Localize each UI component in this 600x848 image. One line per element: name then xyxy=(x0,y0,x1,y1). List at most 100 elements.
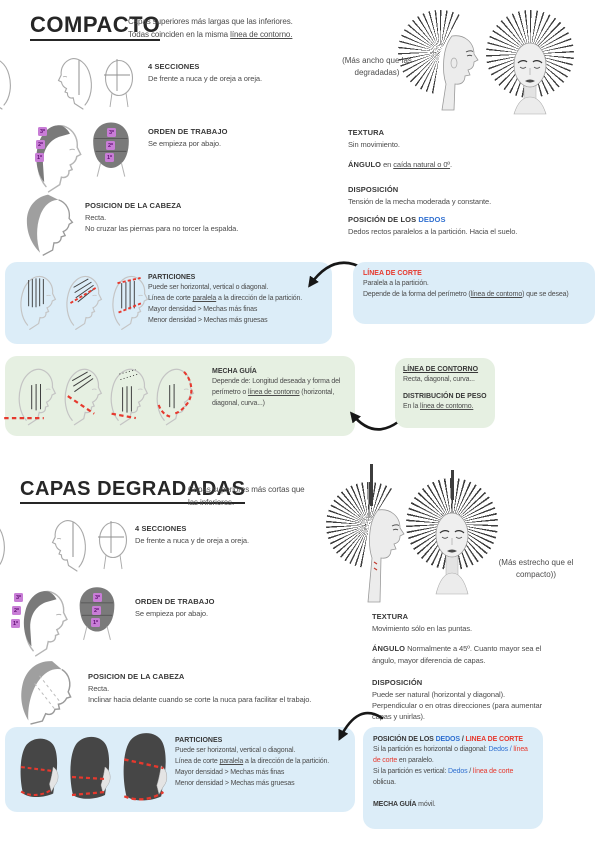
mecha-head-3 xyxy=(105,362,149,428)
profile-face xyxy=(441,35,479,111)
section-label: 3º xyxy=(38,127,47,136)
section-label: 3º xyxy=(93,593,102,602)
linea-corte-line2: Depende de la forma del perímetro (línea… xyxy=(363,290,569,298)
angulo-line: ÁNGULO Normalmente a 45º. Cuanto mayor s… xyxy=(372,644,542,665)
disposicion-body: Puede ser natural (horizontal y diagonal… xyxy=(372,689,542,722)
arrow-dedos-to-particiones xyxy=(338,711,384,741)
degradadas-textura-block: TEXTURA Movimiento sólo en las puntas. Á… xyxy=(372,612,544,723)
linea-corte-heading: LÍNEA DE CORTE xyxy=(363,270,422,277)
degradadas-width-note: (Más estrecho que el compacto)) xyxy=(498,558,574,580)
mecha-guia-text: MECHA GUÍA Depende de: Longitud deseada … xyxy=(212,368,352,410)
partition-head-diagonal xyxy=(61,268,103,334)
dedos-heading: POSICIÓN DE LOS DEDOS xyxy=(348,214,446,224)
particiones-heading: PARTICIONES xyxy=(175,737,223,744)
degradadas-orden-block: ORDEN DE TRABAJO Se empieza por abajo. xyxy=(135,597,335,619)
degradadas-cabeza-block: POSICION DE LA CABEZA Recta. Inclinar ha… xyxy=(88,672,340,706)
section-label: 1º xyxy=(35,153,44,162)
degradadas-fan-front-illustration xyxy=(406,470,498,606)
cabeza-line2: No cruzar las piernas para no torcer la … xyxy=(85,224,239,234)
degradadas-intro-line2: las inferiores. xyxy=(188,498,235,508)
particiones-line1: Puede ser horizontal, vertical o diagona… xyxy=(148,284,269,291)
particiones-line4: Menor densidad > Mechas más gruesas xyxy=(148,316,268,324)
section-label: 1º xyxy=(91,618,100,627)
textura-heading: TEXTURA xyxy=(348,128,385,137)
linea-contorno-body: Recta, diagonal, curva... xyxy=(403,376,475,383)
cabeza-line2: Inclinar hacia delante cuando se corte l… xyxy=(88,695,312,705)
disposicion-heading: DISPOSICIÓN xyxy=(348,184,399,194)
mecha-head-1 xyxy=(4,362,57,428)
secciones-heading: 4 SECCIONES xyxy=(148,62,200,71)
partition-head-vertical xyxy=(15,268,57,334)
dark-partition-head-3 xyxy=(123,733,168,801)
compacto-intro: Capas superiores más largas que las infe… xyxy=(128,15,363,41)
textura-heading: TEXTURA xyxy=(372,612,409,621)
section-label: 3º xyxy=(14,593,23,602)
linea-contorno-heading: LÍNEA DE CONTORNO xyxy=(403,366,479,373)
particiones-line3: Mayor densidad > Mechas más finas xyxy=(148,305,258,313)
textura-body: Sin movimiento. xyxy=(348,140,400,149)
head-position-illustration xyxy=(26,194,74,256)
compacto-fan-side-illustration xyxy=(398,6,494,112)
particiones-text: PARTICIONES Puede ser horizontal, vertic… xyxy=(175,737,351,790)
disposicion-body: Tensión de la mecha moderada y constante… xyxy=(348,196,492,206)
mecha-guia-heading: MECHA GUÍA xyxy=(212,368,257,375)
angulo-line: ÁNGULO en caída natural o 0º. xyxy=(348,160,453,170)
dedos-corte-heading: POSICIÓN DE LOS DEDOS / LINEA DE CORTE xyxy=(373,736,523,743)
degradadas-particiones-box: PARTICIONES Puede ser horizontal, vertic… xyxy=(5,727,355,812)
secciones-body: De frente a nuca y de oreja a oreja. xyxy=(148,74,262,83)
linea-contorno-box: LÍNEA DE CONTORNO Recta, diagonal, curva… xyxy=(395,358,495,428)
arrow-contorno-to-mecha xyxy=(349,411,400,431)
degradadas-intro: Capas superiores más cortas que las infe… xyxy=(188,483,323,509)
degradadas-intro-line1: Capas superiores más cortas que xyxy=(188,485,305,494)
particiones-line2: Línea de corte paralela a la dirección d… xyxy=(175,757,330,765)
compacto-intro-line1: Capas superiores más largas que las infe… xyxy=(128,17,293,26)
partition-head-vertical-cut xyxy=(107,268,149,334)
particiones-heading: PARTICIONES xyxy=(148,274,196,281)
orden-heading: ORDEN DE TRABAJO xyxy=(148,127,228,136)
textura-body: Movimiento sólo en las puntas. xyxy=(372,624,472,633)
cabeza-line1: Recta. xyxy=(85,213,107,222)
four-sections-heads-illustration xyxy=(12,512,132,576)
orden-heading: ORDEN DE TRABAJO xyxy=(135,597,215,606)
section-label: 2º xyxy=(12,606,21,615)
secciones-body: De frente a nuca y de oreja a oreja. xyxy=(135,536,249,545)
particiones-line4: Menor densidad > Mechas más gruesas xyxy=(175,779,295,787)
four-sections-heads-illustration xyxy=(18,52,138,112)
compacto-textura-block: TEXTURA Sin movimiento. ÁNGULO en caída … xyxy=(348,128,528,237)
section-label: 1º xyxy=(11,619,20,628)
section-label: 3º xyxy=(107,128,116,137)
compacto-title: COMPACTO xyxy=(30,12,161,41)
degradadas-title: CAPAS DEGRADADAS xyxy=(20,478,246,504)
dark-partition-head-2 xyxy=(70,736,111,799)
distribucion-peso-body: En la línea de contorno. xyxy=(403,402,474,410)
compacto-cabeza-block: POSICION DE LA CABEZA Recta. No cruzar l… xyxy=(85,201,305,235)
particiones-line1: Puede ser horizontal, vertical o diagona… xyxy=(175,747,296,754)
mecha-head-4 xyxy=(151,362,195,428)
dedos-corte-box: POSICIÓN DE LOS DEDOS / LINEA DE CORTE S… xyxy=(363,727,543,829)
cabeza-line1: Recta. xyxy=(88,684,110,693)
section-label: 2º xyxy=(106,141,115,150)
orden-body: Se empieza por abajo. xyxy=(135,609,208,618)
linea-corte-box: LÍNEA DE CORTE Paralela a la partición. … xyxy=(353,262,595,324)
degradadas-fan-side-illustration xyxy=(326,464,418,604)
work-order-side-head-illustration: 3º 2º 1º xyxy=(10,582,72,656)
mecha-guia-movil-line: MECHA GUÍA móvil. xyxy=(373,800,436,808)
compacto-width-note: (Más ancho que las degradadas) xyxy=(342,56,412,78)
dedos-corte-line2: Si la partición es vertical: Dedos / lín… xyxy=(373,767,514,786)
orden-body: Se empieza por abajo. xyxy=(148,139,221,148)
dedos-body: Dedos rectos paralelos a la partición. H… xyxy=(348,226,518,236)
particiones-line3: Mayor densidad > Mechas más finas xyxy=(175,768,285,776)
section-label: 2º xyxy=(92,606,101,615)
mecha-guia-box: MECHA GUÍA Depende de: Longitud deseada … xyxy=(4,356,355,436)
work-order-back-head-illustration: 3º 2º 1º xyxy=(88,120,134,178)
head-position-illustration xyxy=(4,651,89,738)
cabeza-heading: POSICION DE LA CABEZA xyxy=(88,672,185,681)
compacto-orden-block: ORDEN DE TRABAJO Se empieza por abajo. xyxy=(148,127,348,149)
section-label: 2º xyxy=(36,140,45,149)
dark-partition-head-1 xyxy=(20,738,59,798)
front-face xyxy=(513,42,547,115)
linea-corte-line1: Paralela a la partición. xyxy=(363,280,429,287)
mecha-head-2 xyxy=(59,362,103,428)
compacto-fan-front-illustration xyxy=(486,10,574,115)
